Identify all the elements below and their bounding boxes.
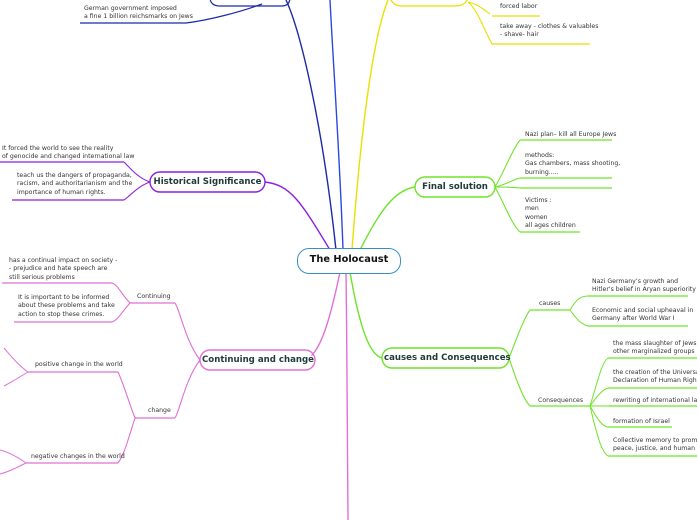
historical-item-2: teach us the dangers of propaganda, raci… bbox=[17, 172, 133, 196]
link-top-blue bbox=[329, 0, 344, 251]
top-right-item-2: take away - clothes & valuables - shave-… bbox=[500, 23, 599, 39]
causes-item-2: Economic and social upheaval in Germany … bbox=[592, 307, 694, 323]
change-label: change bbox=[148, 407, 171, 414]
continuing-item-2: It is important to be informed about the… bbox=[18, 294, 115, 318]
final-item-4: Victims : men women all ages children bbox=[525, 197, 576, 230]
change-positive: positive change in the world bbox=[35, 361, 123, 368]
consequence-item-2: the creation of the Universal Declaratio… bbox=[613, 369, 697, 385]
consequence-item-1: the mass slaughter of Jews and other mar… bbox=[613, 340, 697, 356]
consequence-item-5: Collective memory to promote peace, just… bbox=[613, 437, 697, 453]
consequence-item-3: rewriting of international law bbox=[613, 397, 697, 404]
node-historical-significance[interactable]: Historical Significance bbox=[152, 175, 263, 189]
node-top-left-outline bbox=[209, 0, 291, 7]
node-continuing-and-change[interactable]: Continuing and change bbox=[202, 353, 314, 367]
link-bottom bbox=[345, 271, 349, 520]
link-causes bbox=[349, 271, 383, 359]
final-item-1: Nazi plan– kill all Europe Jews bbox=[525, 131, 617, 138]
continuing-item-1: has a continual impact on society - - pr… bbox=[9, 257, 118, 281]
top-left-note: German government imposed a fine 1 billi… bbox=[84, 5, 193, 21]
causes-item-1: Nazi Germany’s growth and Hitler's belie… bbox=[592, 278, 696, 294]
link-historical bbox=[264, 181, 331, 251]
consequences-label: Consequences bbox=[538, 397, 584, 404]
link-top-left bbox=[285, 0, 337, 251]
node-causes-and-consequences[interactable]: causes and Consequences bbox=[384, 351, 511, 365]
link-final bbox=[359, 186, 416, 251]
node-final-solution[interactable]: Final solution bbox=[417, 180, 493, 194]
causes-label: causes bbox=[539, 300, 561, 307]
top-right-item-1: forced labor bbox=[500, 3, 538, 10]
central-topic[interactable]: The Holocaust bbox=[297, 248, 401, 274]
change-negative: negative changes in the world bbox=[31, 453, 125, 460]
continuing-label: Continuing bbox=[137, 293, 171, 300]
node-top-right-outline bbox=[390, 0, 468, 7]
link-continuing bbox=[304, 271, 341, 361]
link-top-right bbox=[351, 0, 389, 251]
historical-item-1: It forced the world to see the reality o… bbox=[2, 145, 135, 161]
final-item-2: methods: Gas chambers, mass shooting, bu… bbox=[525, 152, 621, 176]
consequence-item-4: formation of Israel bbox=[613, 418, 670, 425]
